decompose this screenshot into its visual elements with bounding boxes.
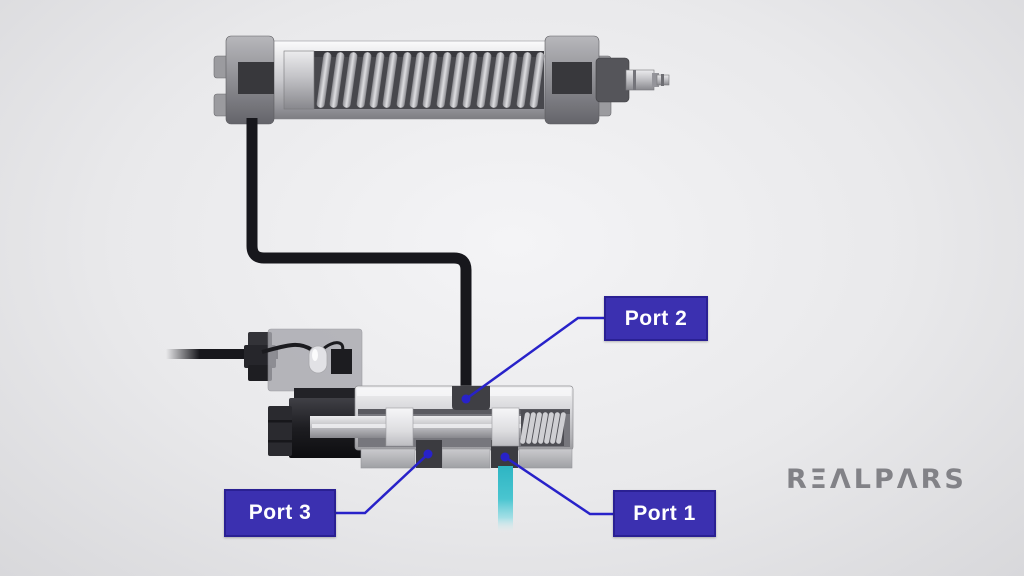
leader-line-port2	[465, 316, 604, 401]
valve-bottom-boss	[441, 448, 491, 469]
leader-line-port1	[504, 455, 614, 516]
rod-boss	[595, 57, 630, 103]
connector-wire	[261, 343, 314, 354]
bore-top-shadow	[358, 409, 570, 414]
port1-label: Port 1	[613, 490, 716, 537]
piston	[283, 50, 315, 110]
rod-groove	[633, 70, 636, 90]
spool-highlight	[312, 424, 523, 428]
leader-dot-port3	[423, 449, 433, 459]
indicator-led	[308, 345, 328, 374]
solenoid-valve-body	[310, 385, 574, 469]
leader-dot-port2	[461, 394, 471, 404]
air-supply-tube-cyan	[498, 466, 513, 532]
valve-port2-opening	[452, 386, 490, 410]
port3-label: Port 3	[224, 489, 336, 537]
leader-dot-port1	[500, 452, 510, 462]
valve-return-spring	[519, 411, 567, 445]
piston-rod	[625, 69, 655, 91]
port2-label: Port 2	[604, 296, 708, 341]
air-tube-cylinder-to-valve	[246, 118, 472, 394]
interior-top-shadow	[284, 51, 544, 57]
pneumatic-cylinder	[213, 35, 670, 125]
spool-land	[385, 407, 414, 447]
valve-bottom-boss	[360, 448, 416, 469]
right-cap-recess	[552, 62, 592, 94]
rod-tip-collar	[652, 73, 659, 87]
valve-bottom-boss	[518, 448, 573, 469]
rod-tip-ring	[661, 74, 664, 86]
solenoid-assembly	[166, 328, 365, 458]
solenoid-end-nut	[268, 406, 292, 456]
spool-land	[491, 407, 520, 447]
solenoid-cable	[166, 349, 278, 359]
left-cap-recess	[238, 62, 274, 94]
realpars-logo: RΞΛLPΛRS	[786, 464, 967, 495]
leader-lines	[336, 316, 614, 516]
terminal-block	[331, 349, 352, 374]
leader-line-port3	[336, 453, 429, 515]
led-highlight	[312, 349, 318, 361]
cylinder-return-spring	[316, 51, 545, 109]
